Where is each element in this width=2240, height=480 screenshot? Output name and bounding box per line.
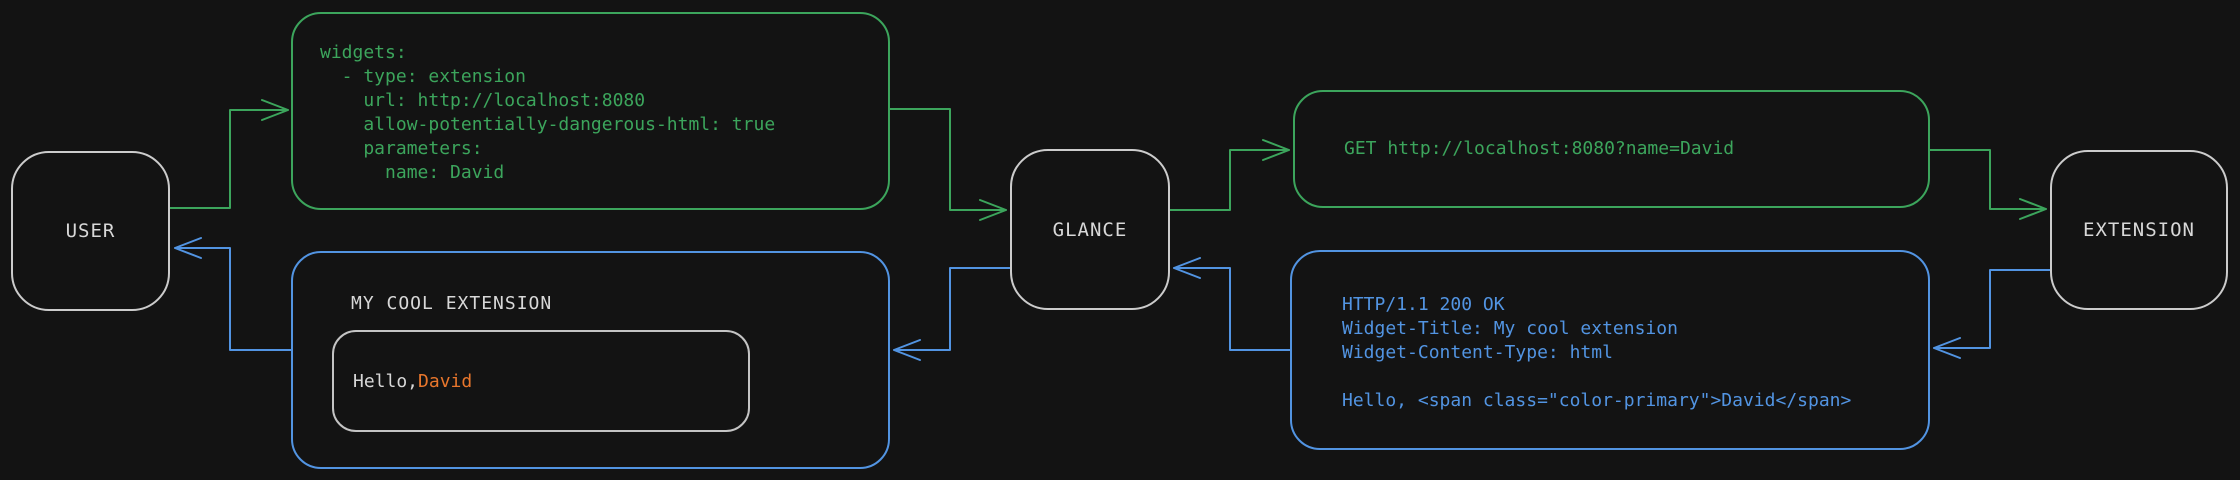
config-line: url: http://localhost:8080	[320, 90, 646, 111]
node-glance-label: GLANCE	[1052, 218, 1128, 241]
node-user-label: USER	[65, 220, 116, 242]
response-line	[1342, 365, 1908, 389]
config-line: allow-potentially-dangerous-html: true	[320, 114, 776, 135]
config-yaml-box: widgets: - type: extension url: http://l…	[291, 12, 890, 210]
widget-title: MY COOL EXTENSION	[351, 293, 553, 314]
node-extension: EXTENSION	[2050, 150, 2228, 310]
response-line: Widget-Title: My cool extension	[1342, 318, 1678, 339]
arrow-glance-to-request	[1169, 139, 1290, 211]
node-glance: GLANCE	[1010, 149, 1170, 310]
widget-preview-box: MY COOL EXTENSION Hello, David	[291, 251, 890, 469]
config-line: - type: extension	[320, 66, 526, 87]
config-line: parameters:	[320, 138, 483, 159]
arrow-user-to-config	[169, 99, 289, 209]
http-response-box: HTTP/1.1 200 OK Widget-Title: My cool ex…	[1290, 250, 1930, 450]
response-line: Hello, <span class="color-primary">David…	[1342, 390, 1852, 411]
arrow-glance-to-widget	[893, 267, 1011, 361]
arrow-widget-to-user	[174, 237, 292, 351]
config-line: name: David	[320, 162, 505, 183]
http-request-text: GET http://localhost:8080?name=David	[1344, 138, 1735, 159]
response-line: HTTP/1.1 200 OK	[1342, 294, 1505, 315]
http-request-box: GET http://localhost:8080?name=David	[1293, 90, 1930, 208]
greeting-name: David	[418, 370, 473, 392]
response-line: Widget-Content-Type: html	[1342, 342, 1613, 363]
greeting-prefix: Hello,	[353, 370, 419, 392]
config-line: widgets:	[320, 42, 407, 63]
node-extension-label: EXTENSION	[2083, 219, 2195, 241]
arrow-extension-to-response	[1933, 269, 2051, 359]
node-user: USER	[11, 151, 170, 311]
arrow-config-to-glance	[889, 108, 1007, 221]
greeting-box: Hello, David	[332, 330, 750, 432]
arrow-response-to-glance	[1173, 257, 1291, 351]
arrow-request-to-extension	[1929, 149, 2047, 220]
